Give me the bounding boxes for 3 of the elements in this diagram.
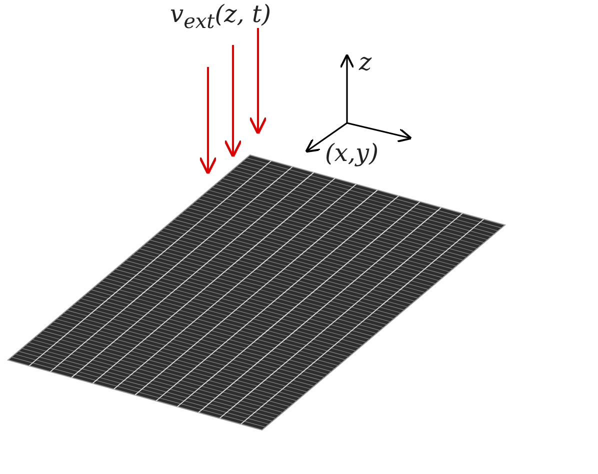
axis-label: (x,y) [325,141,378,165]
axis-label: z [359,50,372,74]
velocity-label: v$_{ext}$(z, t) [170,2,271,31]
